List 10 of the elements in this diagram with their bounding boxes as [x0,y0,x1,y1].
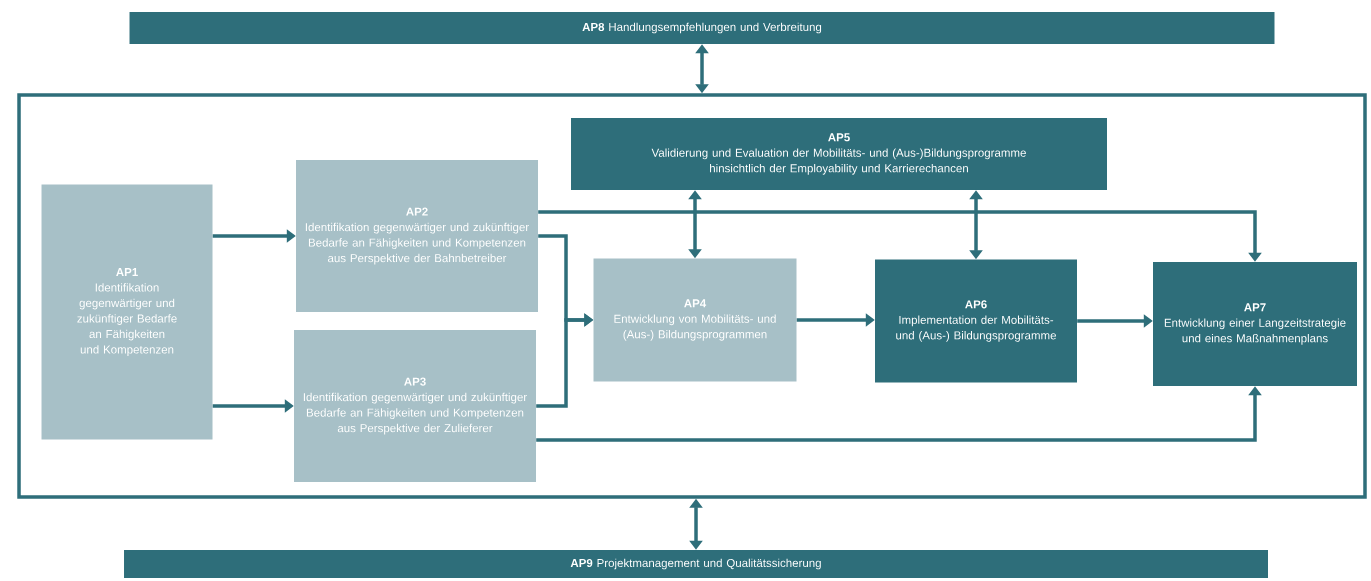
work-package-box: AP5 Validierung und Evaluation der Mobilitäts- und (Aus-)Bildungsprogramme hinsichtlich der Employability und Karrierechancen [571,118,1107,190]
work-package-bar: AP9 Projektmanagement und Qualitätssicherung [124,550,1268,578]
work-package-box: AP3 Identifikation gegenwärtiger und zukünftiger Bedarfe an Fähigkeiten und Kompetenzen aus Perspektive der Zulieferer [294,330,536,482]
work-package-box: AP4 Entwicklung von Mobilitäts- und (Aus-) Bildungsprogrammen [593,258,797,382]
work-package-box: AP1 Identifikation gegenwärtiger und zukünftiger Bedarfe an Fähigkeiten und Kompetenzen [41,184,213,440]
work-package-bar: AP8 Handlungsempfehlungen und Verbreitung [129,12,1275,44]
work-package-box: AP6 Implementation der Mobilitäts- und (Aus-) Bildungsprogramme [875,259,1077,383]
work-package-box: AP2 Identifikation gegenwärtiger und zukünftiger Bedarfe an Fähigkeiten und Kompetenzen aus Perspektive der Bahnbetreiber [296,160,538,312]
frame [17,93,1367,499]
work-package-box: AP7 Entwicklung einer Langzeitstrategie und eines Maßnahmenplans [1153,262,1357,386]
